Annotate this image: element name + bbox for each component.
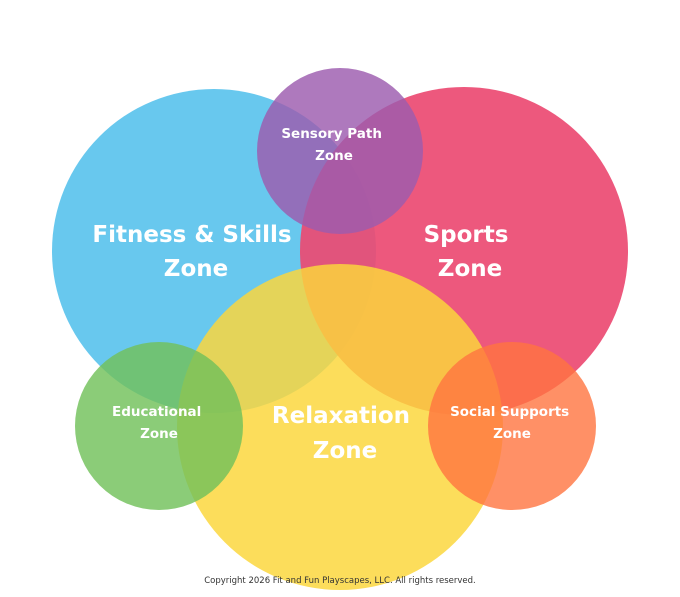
relaxation-zone-circle [177,264,503,590]
relaxation-zone-label-line1: Relaxation [272,403,410,429]
sensory-zone-label-line2: Zone [315,148,353,164]
social-zone-circle [428,342,596,510]
sports-zone-label-line2: Zone [438,256,502,282]
sensory-zone-circle [257,68,423,234]
relaxation-zone-label-line2: Zone [313,438,377,464]
social-zone-label-line2: Zone [493,426,531,442]
educational-zone-label: Educational Zone [112,404,206,442]
educational-zone-label-line1: Educational [112,404,201,420]
sensory-zone-label-line1: Sensory Path [281,126,382,142]
sensory-zone-label: Sensory Path Zone [281,126,386,164]
fitness-zone-label-line2: Zone [164,256,228,282]
educational-zone-label-line2: Zone [140,426,178,442]
social-zone-label-line1: Social Supports [450,404,569,420]
sports-zone-label: Sports Zone [424,222,517,282]
fitness-zone-label-line1: Fitness & Skills [92,222,291,248]
copyright-notice: Copyright 2026 Fit and Fun Playscapes, L… [204,576,476,586]
relaxation-zone-label: Relaxation Zone [272,403,418,464]
social-zone-label: Social Supports Zone [450,404,574,442]
educational-zone-circle [75,342,243,510]
fitness-zone-label: Fitness & Skills Zone [92,222,299,282]
sports-zone-label-line1: Sports [424,222,509,248]
